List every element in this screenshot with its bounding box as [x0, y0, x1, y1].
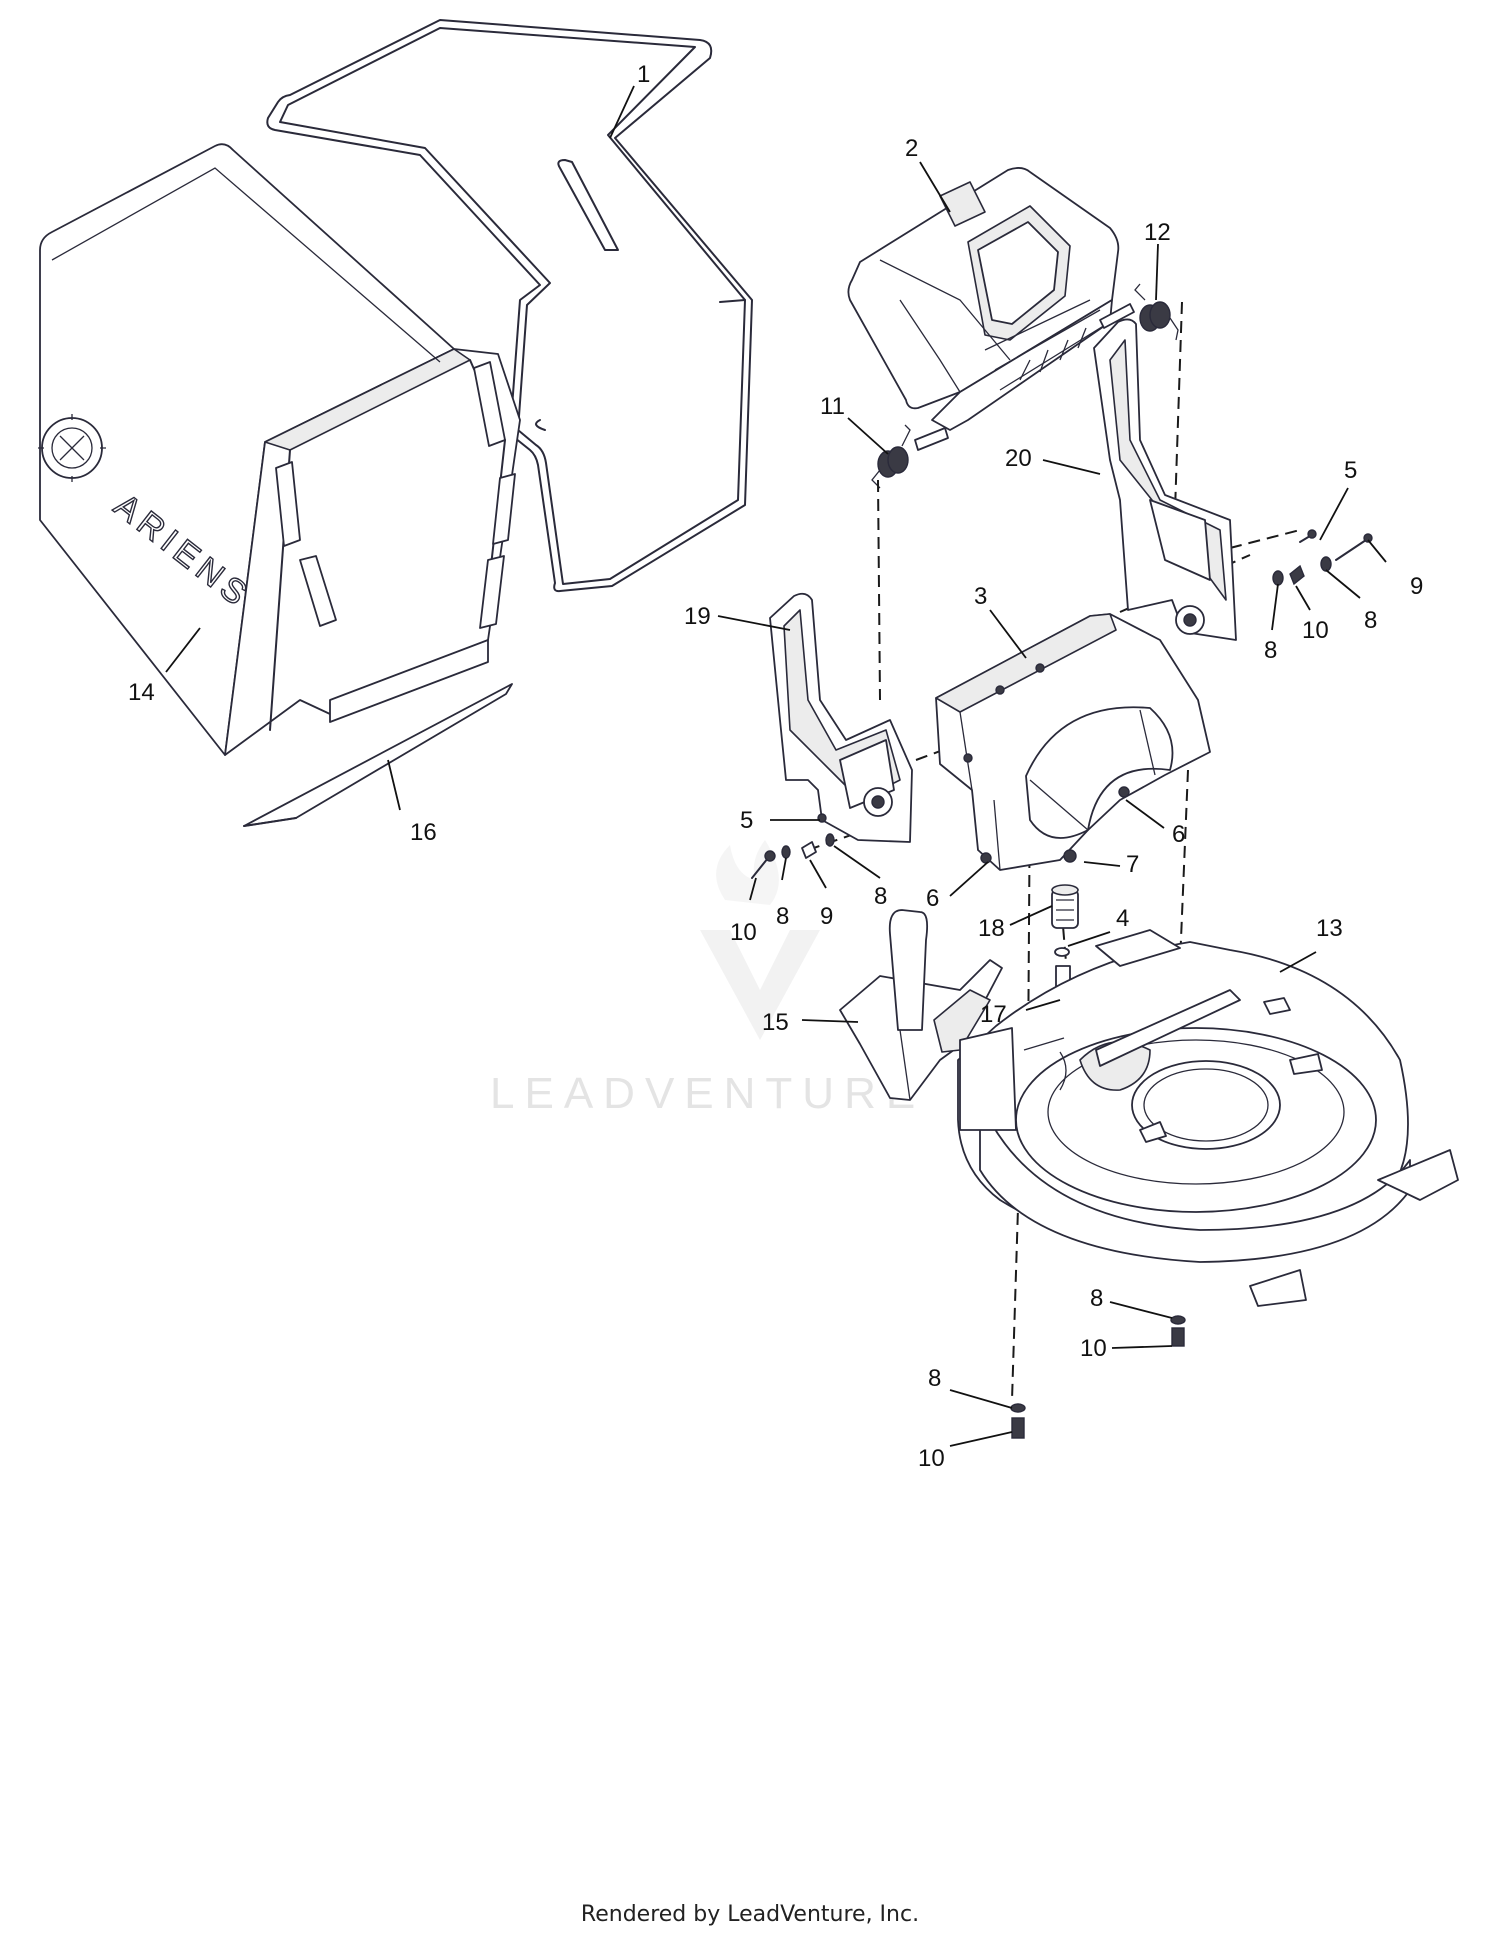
callout-leaders	[165, 85, 1387, 1447]
callout-3: 3	[974, 583, 987, 610]
callout-18: 18	[978, 915, 1005, 942]
nut-6-icon	[1118, 786, 1130, 798]
part-18-bushing-icon	[1051, 884, 1079, 929]
callout-5: 5	[740, 807, 753, 834]
part-12-torsion-spring-icon	[1134, 283, 1179, 341]
callout-10: 10	[1302, 617, 1329, 644]
part-1-bag-frame	[266, 19, 753, 593]
nut-6-icon	[980, 852, 992, 864]
washer-8-icon	[1272, 570, 1284, 586]
washer-8-icon	[1010, 1403, 1026, 1413]
callout-8: 8	[1264, 637, 1277, 664]
part-3-discharge-tunnel	[935, 613, 1211, 871]
callout-17: 17	[980, 1001, 1007, 1028]
callout-19: 19	[684, 603, 711, 630]
washer-8-icon	[1170, 1315, 1186, 1325]
callout-8: 8	[874, 883, 887, 910]
washer-8-icon	[1320, 556, 1332, 572]
part-20-right-bracket	[1093, 318, 1237, 641]
callout-5: 5	[1344, 457, 1357, 484]
part-13-mower-deck	[957, 929, 1459, 1307]
bolt-5-icon	[1299, 529, 1317, 543]
callout-6: 6	[1172, 821, 1185, 848]
callout-15: 15	[762, 1009, 789, 1036]
callout-20: 20	[1005, 445, 1032, 472]
leadventure-watermark: LEADVENTURE	[490, 840, 925, 1118]
callout-9: 9	[820, 903, 833, 930]
bolt-10-icon	[1011, 1417, 1025, 1439]
callout-2: 2	[905, 135, 918, 162]
callout-11: 11	[820, 393, 845, 420]
callout-4: 4	[1116, 905, 1129, 932]
watermark-text: LEADVENTURE	[490, 1069, 925, 1118]
part-16-bag-strip	[243, 683, 513, 827]
callout-1: 1	[637, 61, 650, 88]
nut-9-icon	[801, 841, 817, 859]
callout-7: 7	[1126, 851, 1139, 878]
bolt-9-icon	[1335, 533, 1373, 561]
part-14-grass-bag: ARIENS	[38, 143, 521, 756]
rendered-by-footer: Rendered by LeadVenture, Inc.	[580, 1902, 920, 1927]
callout-16: 16	[410, 819, 437, 846]
callout-10: 10	[730, 919, 757, 946]
callout-10: 10	[1080, 1335, 1107, 1362]
bolt-10-icon	[751, 850, 776, 879]
part-7-screw-icon	[1063, 849, 1077, 863]
callout-8: 8	[776, 903, 789, 930]
washer-8-icon	[781, 845, 791, 859]
part-2-rear-door	[847, 167, 1135, 451]
bolt-10-icon	[1289, 564, 1305, 586]
callout-6: 6	[926, 885, 939, 912]
part-4-washer-icon	[1054, 947, 1070, 957]
part-15-mulch-plug	[839, 909, 1003, 1101]
callout-8: 8	[928, 1365, 941, 1392]
ariens-gear-logo-icon	[38, 414, 106, 482]
washer-8-icon	[825, 833, 835, 847]
part-11-torsion-spring-icon	[871, 424, 911, 489]
callout-10: 10	[918, 1445, 945, 1472]
callout-14: 14	[128, 679, 155, 706]
part-19-left-bracket	[769, 592, 913, 843]
callout-8: 8	[1364, 607, 1377, 634]
callout-labels: 1 2 12 11 20 5 9 3 19 8 10 8 14 16 5 6 7…	[128, 61, 1423, 1472]
bolt-10-icon	[1171, 1327, 1185, 1347]
callout-13: 13	[1316, 915, 1343, 942]
watermark-logo-icon	[700, 840, 820, 1040]
callout-8: 8	[1090, 1285, 1103, 1312]
callout-9: 9	[1410, 573, 1423, 600]
callout-12: 12	[1144, 219, 1171, 246]
